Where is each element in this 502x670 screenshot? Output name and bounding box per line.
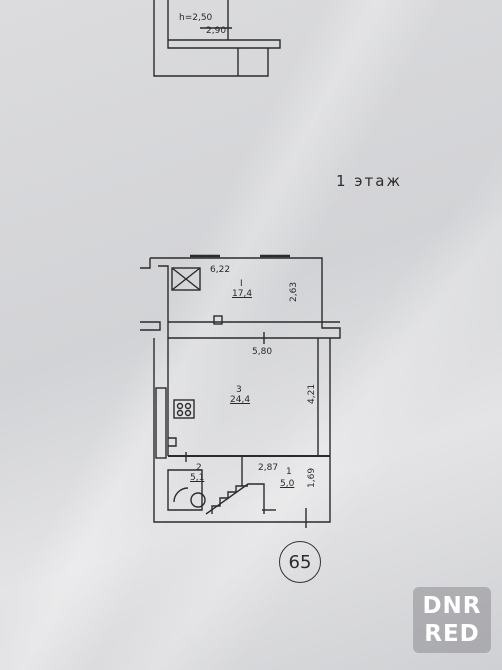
watermark-line-2: RED xyxy=(424,621,480,647)
top-plan-height-label: h=2,50 xyxy=(179,13,213,23)
dim-upper-depth: 2,63 xyxy=(289,281,299,302)
kitchen-counter xyxy=(155,387,167,459)
top-plan-walls xyxy=(153,0,269,77)
sheet-number: 65 xyxy=(288,551,312,573)
dim-top-width: 6,22 xyxy=(210,265,231,275)
watermark-line-1: DNR xyxy=(422,593,482,619)
dim-middle-depth: 4,21 xyxy=(307,383,317,404)
stove-symbol xyxy=(171,267,201,291)
room-2-number: 2 xyxy=(196,463,202,473)
room-3-number: 3 xyxy=(236,385,242,395)
room-1-upper-number: I xyxy=(240,279,243,289)
toilet-symbol xyxy=(190,492,206,508)
top-plan-width-label: 2,90 xyxy=(206,26,227,36)
room-1-upper-area: 17,4 xyxy=(232,289,253,299)
dim-lower-depth: 1,69 xyxy=(307,467,317,488)
dim-lower-width: 2,87 xyxy=(258,463,279,473)
dim-middle-width: 5,80 xyxy=(252,347,273,357)
upper-room-walls xyxy=(150,257,341,339)
watermark-logo: DNR RED xyxy=(413,587,491,653)
room-2-area: 5,1 xyxy=(190,473,205,483)
room-1-lower-area: 5,0 xyxy=(280,479,295,489)
middle-room-walls xyxy=(153,338,331,523)
room-1-lower-number: 1 xyxy=(286,467,292,477)
floor-title: 1 этаж xyxy=(336,172,402,190)
sheet-number-circle: 65 xyxy=(279,541,321,583)
top-plan-inner xyxy=(167,0,281,49)
room-3-area: 24,4 xyxy=(230,395,251,405)
